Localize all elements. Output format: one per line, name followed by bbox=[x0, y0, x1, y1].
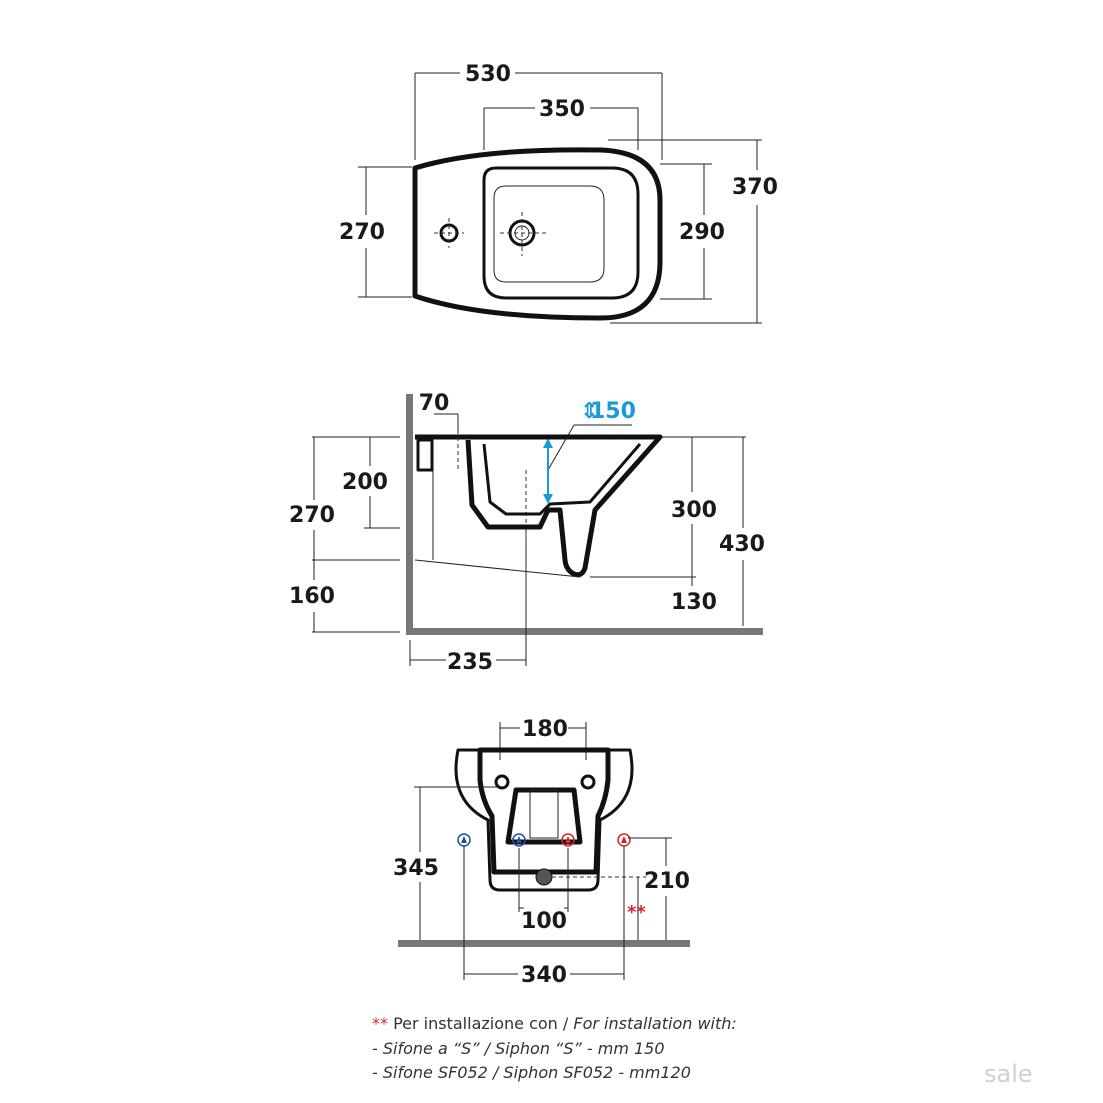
dim-fixing-spacing: 180 bbox=[522, 717, 568, 742]
dim-inner-width: 290 bbox=[679, 220, 725, 245]
dim-bowl-length: 350 bbox=[539, 97, 585, 122]
rear-floor bbox=[398, 940, 690, 947]
asterisk-note-marker: ** bbox=[627, 902, 646, 923]
dim-overall-length: 530 bbox=[465, 62, 511, 87]
note-line-1: ** Per installazione con / For installat… bbox=[372, 1014, 737, 1033]
fixing-hole-left-icon bbox=[494, 774, 510, 790]
dim-front-clearance: 130 bbox=[671, 590, 717, 615]
dim-body-height: 270 bbox=[289, 503, 335, 528]
drain-icon bbox=[535, 868, 553, 886]
note-line-2: - Sifone a “S” / Siphon “S” - mm 150 bbox=[372, 1039, 665, 1058]
dim-drain-height: 210 bbox=[644, 869, 690, 894]
dim-adjustable-height: 150 bbox=[590, 399, 636, 424]
floor bbox=[406, 628, 763, 635]
rear-view: 180 345 bbox=[393, 717, 690, 988]
brand-logo: sale bbox=[984, 1060, 1033, 1088]
fixing-hole-right-icon bbox=[580, 774, 596, 790]
note-line-3: - Sifone SF052 / Siphon SF052 - mm120 bbox=[372, 1063, 691, 1082]
note-asterisk: ** bbox=[372, 1014, 388, 1033]
side-view: 70 ⇕ 150 200 270 160 300 130 430 bbox=[289, 391, 765, 675]
wall bbox=[406, 394, 413, 635]
top-view: 530 350 370 290 270 bbox=[339, 62, 778, 324]
cold-supply-inner-icon bbox=[512, 833, 526, 847]
note-italian: Per installazione con / bbox=[393, 1014, 574, 1033]
hot-supply-inner-icon bbox=[561, 833, 575, 847]
dim-total-height: 430 bbox=[719, 532, 765, 557]
dim-fixing-height: 345 bbox=[393, 856, 439, 881]
dim-supply-spacing: 340 bbox=[521, 963, 567, 988]
dim-front-height: 300 bbox=[671, 498, 717, 523]
dim-drain-offset: 235 bbox=[447, 650, 493, 675]
cold-supply-left-icon bbox=[457, 833, 471, 847]
dim-floor-clearance: 160 bbox=[289, 584, 335, 609]
hot-supply-right-icon bbox=[617, 833, 631, 847]
dim-overall-width: 370 bbox=[732, 175, 778, 200]
dim-drain-width: 100 bbox=[521, 909, 567, 934]
adjust-arrow-icon: ⇕ bbox=[580, 399, 598, 424]
dim-left-width: 270 bbox=[339, 220, 385, 245]
note-english: For installation with: bbox=[573, 1014, 737, 1033]
dim-tap-offset: 70 bbox=[419, 391, 450, 416]
dim-inner-depth: 200 bbox=[342, 470, 388, 495]
